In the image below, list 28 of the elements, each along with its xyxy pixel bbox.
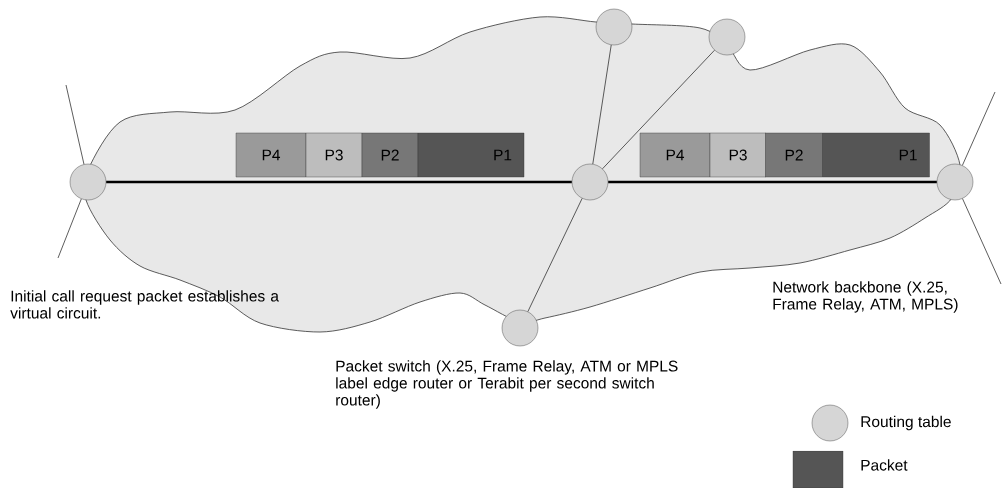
connection-line [65, 84, 85, 165]
connection-line [57, 198, 82, 259]
note-text: Initial call request packet establishes a virtual circuit. [10, 290, 279, 319]
packet-box: P1 [822, 132, 930, 178]
legend-text: Packet [861, 459, 908, 471]
connection-line [527, 198, 583, 312]
legend-text: Routing table [861, 415, 951, 431]
connection-line [602, 49, 715, 170]
routing-table-circle [595, 8, 633, 46]
connection-line [592, 44, 612, 165]
routing-table-circle [571, 163, 609, 201]
routing-table-circle [708, 18, 746, 56]
packet-box: P3 [709, 132, 767, 178]
connection-line [608, 180, 937, 184]
routing-table-circle [936, 163, 974, 201]
packet-box: P1 [417, 132, 525, 178]
routing-table-circle [501, 309, 539, 347]
packet-box: P2 [361, 132, 419, 178]
routing-table-circle [69, 163, 107, 201]
packet-box: P2 [765, 132, 823, 178]
caption-text: Network backbone (X.25, Frame Relay, ATM, MPLS) [773, 281, 958, 313]
connection-line [962, 198, 1002, 285]
connection-line [962, 91, 996, 166]
connection-line [106, 180, 572, 184]
caption-text: Packet switch (X.25, Frame Relay, ATM or MPLS label edge router or Terabit per second switch router) [336, 360, 678, 409]
packet-box: P3 [305, 132, 363, 178]
packet-box: P4 [235, 132, 307, 178]
packet-box: P4 [639, 132, 711, 178]
